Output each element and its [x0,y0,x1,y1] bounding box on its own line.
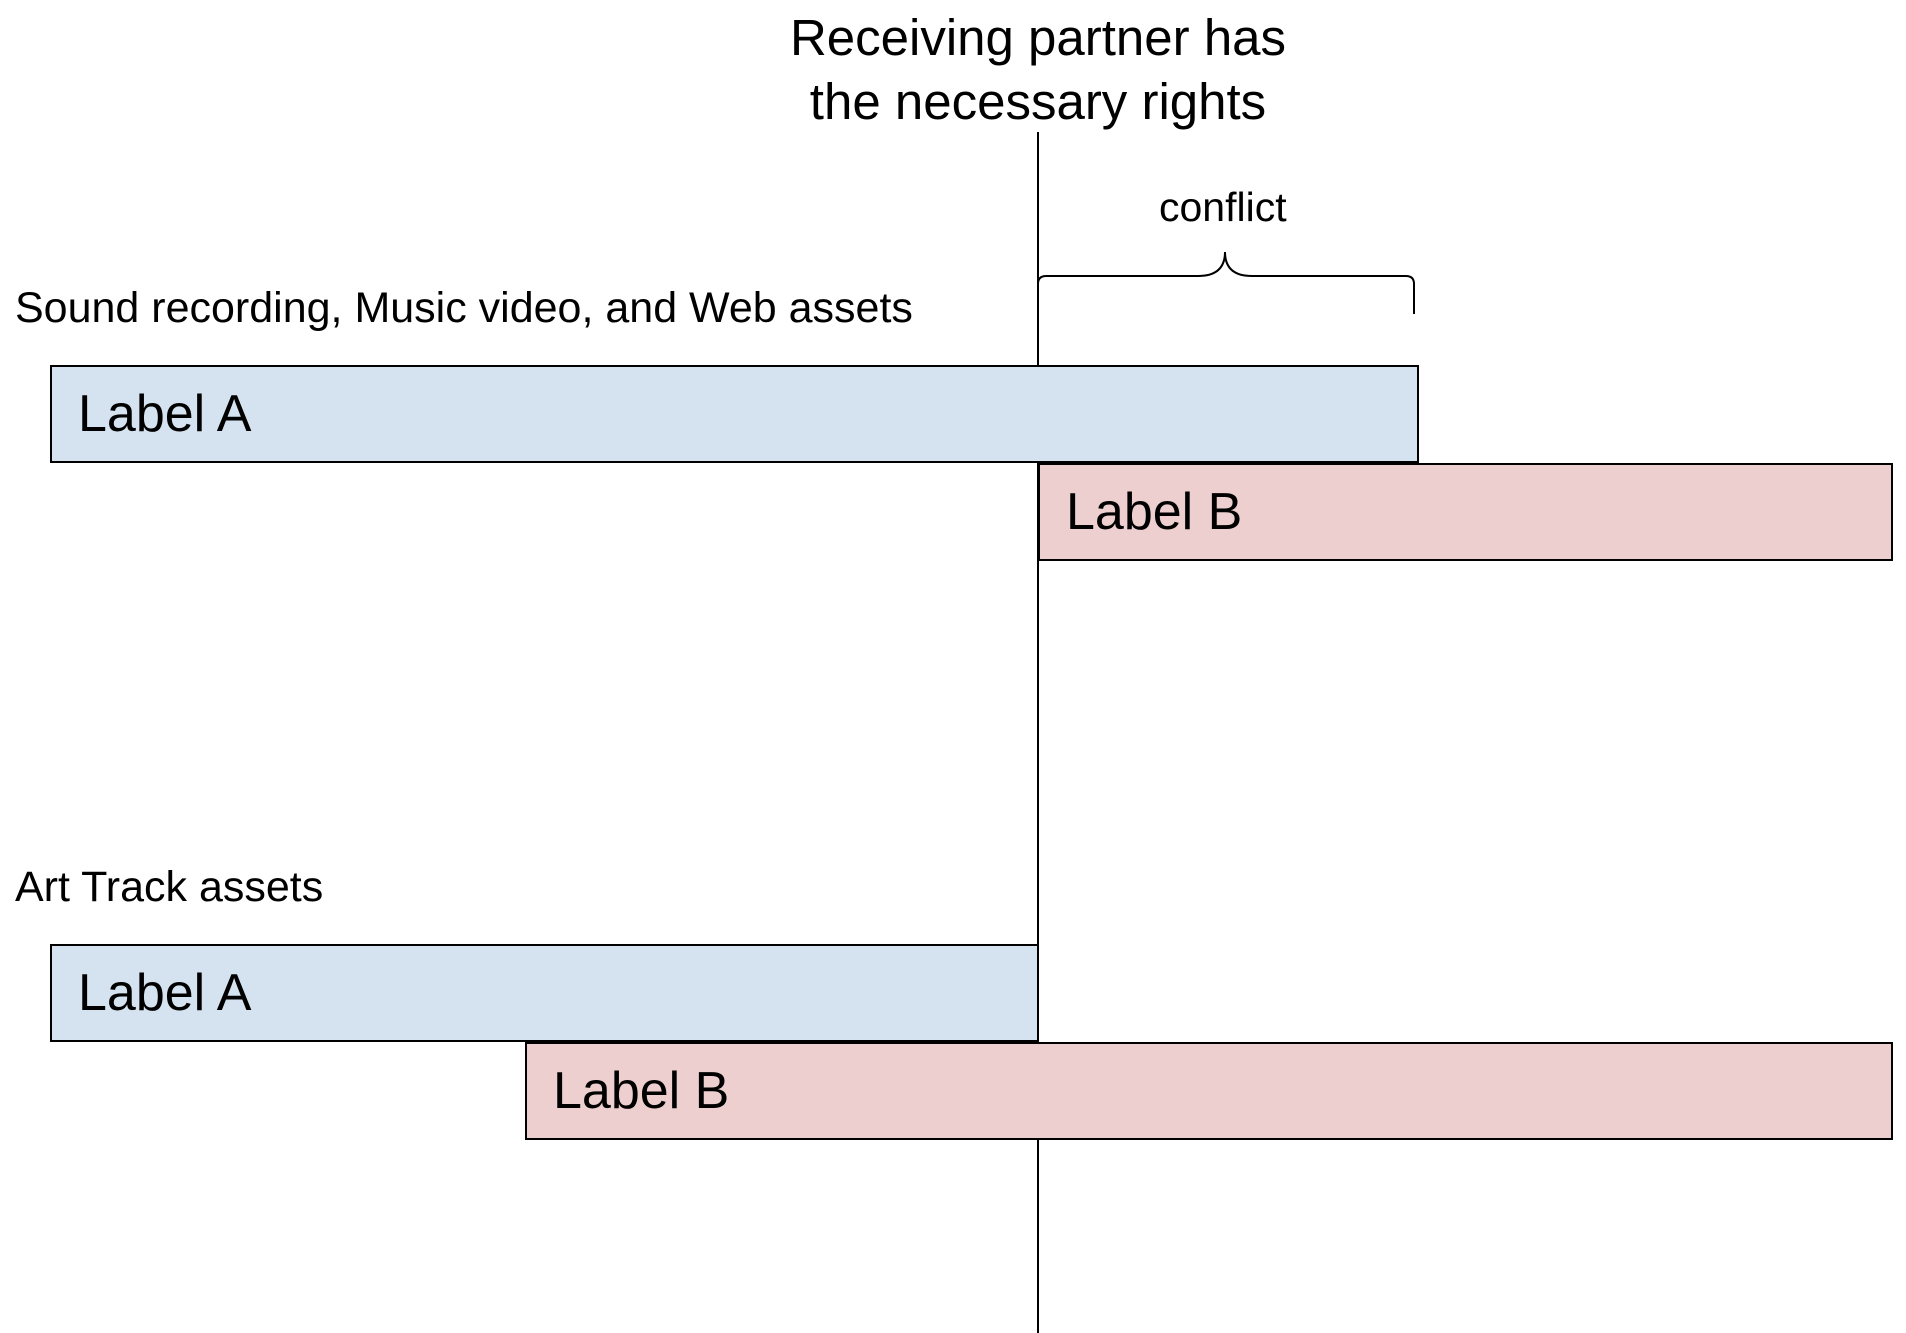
conflict-label: conflict [1159,184,1287,230]
bar-label: Label B [553,1062,730,1120]
bar-label: Label B [1066,483,1243,541]
section-heading-art-track: Art Track assets [15,863,324,911]
rights-boundary-line-middle [1037,463,1039,944]
diagram-title: Receiving partner has the necessary righ… [738,6,1338,134]
rights-boundary-line [1037,132,1039,365]
diagram-title-line-2: the necessary rights [809,73,1267,130]
bar-label: Label A [78,385,252,443]
label-a-bar-sound-recording: Label A [50,365,1419,463]
label-a-bar-art-track: Label A [50,944,1039,1042]
bar-label: Label A [78,964,252,1022]
rights-boundary-line-bottom [1037,1140,1039,1333]
section-heading-sound-recording: Sound recording, Music video, and Web as… [15,284,913,332]
label-b-bar-sound-recording: Label B [1038,463,1893,561]
conflict-brace [1037,251,1415,314]
label-b-bar-art-track: Label B [525,1042,1893,1140]
diagram-title-line-1: Receiving partner has [789,9,1287,66]
